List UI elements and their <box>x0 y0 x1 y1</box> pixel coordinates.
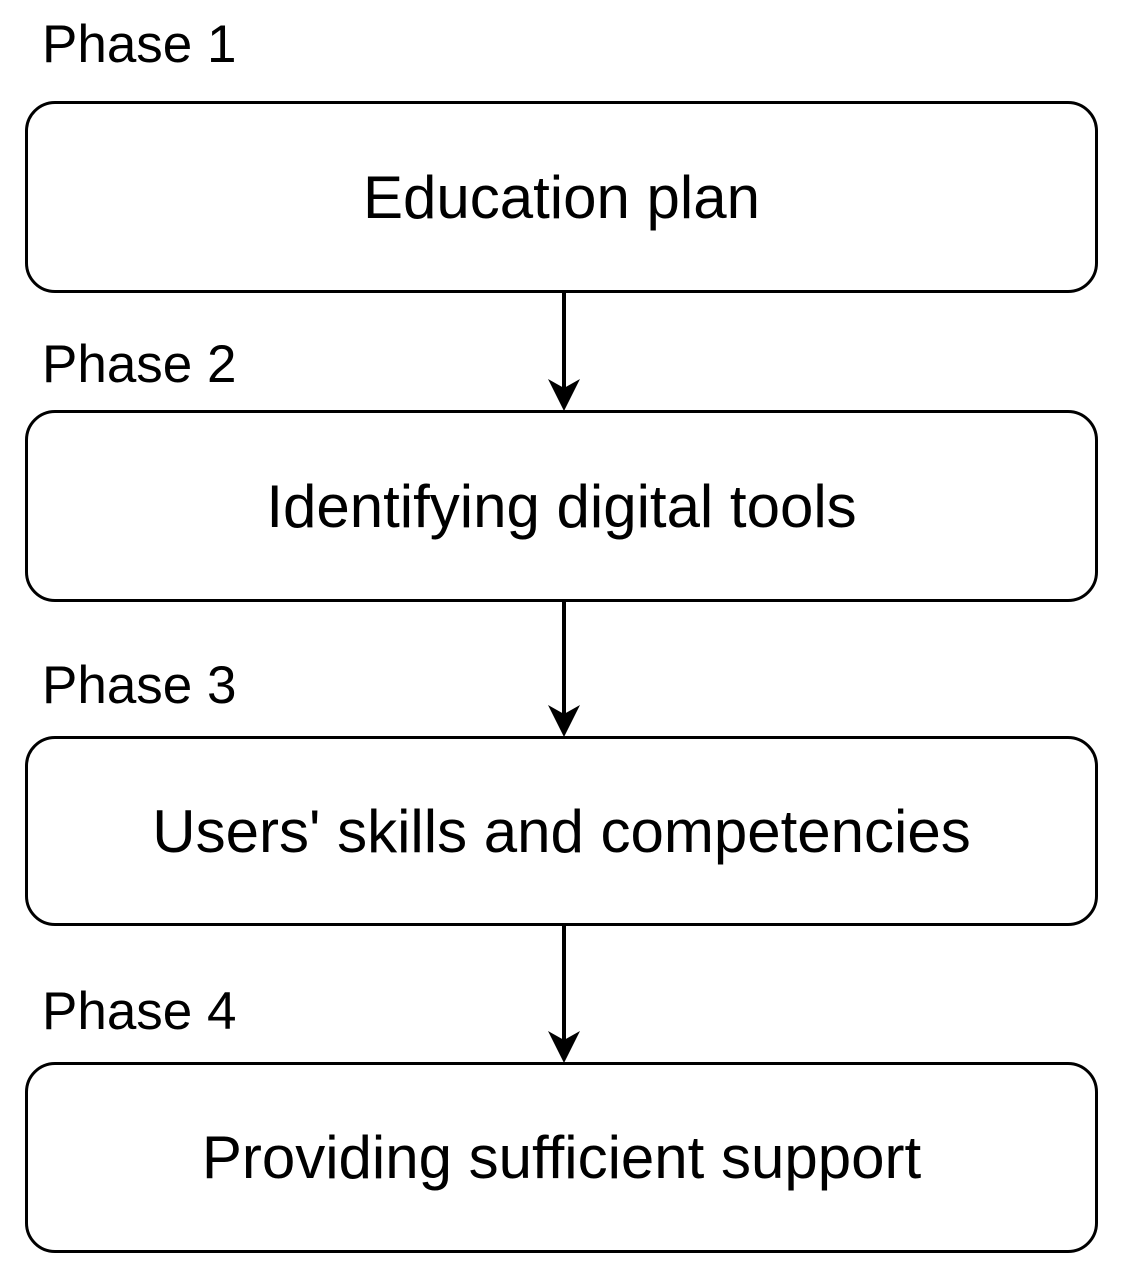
phase-label-1: Phase 1 <box>42 15 237 74</box>
phase-box-text-4: Providing sufficient support <box>201 1124 922 1191</box>
phase-box-4[interactable]: Providing sufficient support <box>25 1062 1098 1253</box>
phase-label-4: Phase 4 <box>42 982 237 1041</box>
phase-label-3: Phase 3 <box>42 656 237 715</box>
arrow-phase3-to-phase4 <box>529 926 599 1063</box>
arrow-phase2-to-phase3 <box>529 602 599 737</box>
phase-box-text-3: Users' skills and competencies <box>152 797 971 865</box>
phase-box-3[interactable]: Users' skills and competencies <box>25 736 1098 926</box>
phase-box-2[interactable]: Identifying digital tools <box>25 410 1098 602</box>
arrow-phase1-to-phase2 <box>529 293 599 411</box>
phase-box-text-2: Identifying digital tools <box>266 472 857 540</box>
phase-label-2: Phase 2 <box>42 335 237 394</box>
phase-box-1[interactable]: Education plan <box>25 101 1098 293</box>
phase-box-text-1: Education plan <box>363 163 760 231</box>
